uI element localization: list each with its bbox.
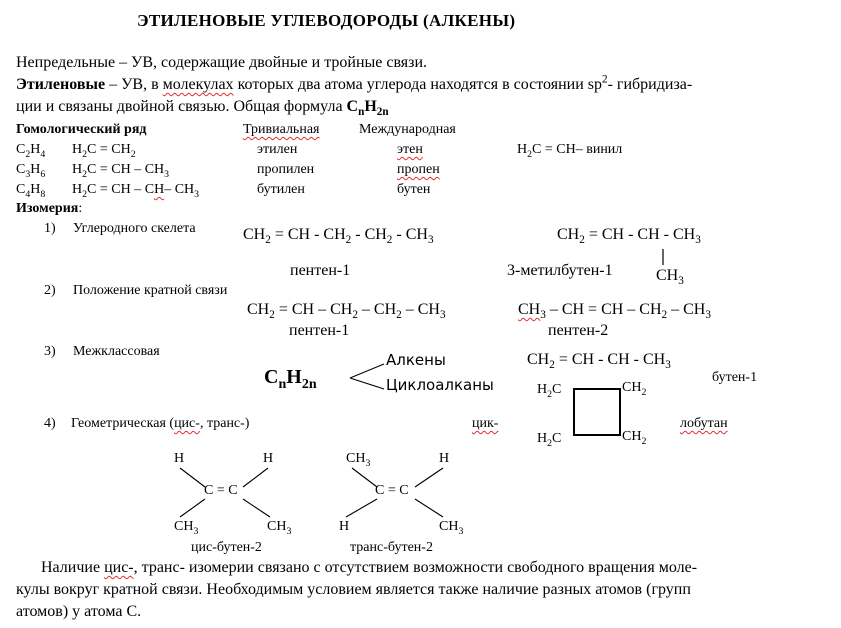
cyclo-suffix: лобутан xyxy=(680,416,728,431)
homolog-intl: бутен xyxy=(397,182,431,197)
col-intl: Международная xyxy=(359,122,456,137)
skeleton-left-name: пентен-1 xyxy=(290,262,351,279)
isomer-item-label: Положение кратной связи xyxy=(73,283,228,298)
interclass-cycloalkanes: Циклоалканы xyxy=(386,376,494,394)
cyclo-prefix: цик- xyxy=(472,416,499,431)
homolog-intl: пропен xyxy=(397,162,440,177)
trans-ch3-left: CH3 xyxy=(346,451,371,469)
homolog-trivial: бутилен xyxy=(257,182,305,197)
cis-h-left: H xyxy=(174,451,185,466)
homolog-formula: C4H8 xyxy=(16,182,46,200)
cis-bond xyxy=(242,467,269,488)
cis-ch3-right: CH3 xyxy=(267,519,292,537)
skeleton-right-name: 3-метилбутен-1 xyxy=(507,262,613,279)
conclusion-line-1: Наличие цис-, транс- изомерии связано с … xyxy=(41,559,698,576)
position-left: CH2 = CH – CH2 – CH2 – CH3 xyxy=(247,301,446,322)
trans-h-right: H xyxy=(439,451,450,466)
vinyl: H2C = CH– винил xyxy=(517,142,623,160)
homolog-trivial: пропилен xyxy=(257,162,315,177)
term-ethylene: Этиленовые xyxy=(16,76,106,93)
interclass-alkenes: Алкены xyxy=(386,351,446,369)
isomer-item-num: 1) xyxy=(44,221,56,236)
ring-bl: H2C xyxy=(537,431,562,449)
intro-line-3: ции и связаны двойной связью. Общая форм… xyxy=(16,98,389,119)
cis-bond xyxy=(242,498,271,518)
homolog-formula: C2H4 xyxy=(16,142,46,160)
trans-h-left: H xyxy=(339,519,350,534)
homolog-struct: H2C = CH – CH– CH3 xyxy=(72,182,200,200)
position-right: CH3 – CH = CH – CH2 – CH3 xyxy=(518,301,711,322)
cis-bond xyxy=(179,498,206,518)
bracket-upper xyxy=(349,363,385,379)
cyclobutane-ring xyxy=(573,388,621,436)
trans-bond xyxy=(345,498,378,518)
isomer-item-label: Углеродного скелета xyxy=(73,221,196,236)
isomer-item-num: 3) xyxy=(44,344,56,359)
bracket-lower xyxy=(349,377,385,390)
isomer-item-num: 2) xyxy=(44,283,56,298)
homolog-intl: этен xyxy=(397,142,423,157)
intro-line-1: Непредельные – УВ, содержащие двойные и … xyxy=(16,54,428,71)
cis-h-right: H xyxy=(263,451,274,466)
cis-double-bond: C = C xyxy=(204,483,238,498)
trans-bond xyxy=(351,467,378,488)
homolog-trivial: этилен xyxy=(257,142,298,157)
isomer-item-label: Геометрическая (цис-, транс-) xyxy=(71,416,250,431)
trans-name: транс-бутен-2 xyxy=(350,540,433,555)
skeleton-right: CH2 = CH - CH - CH3 xyxy=(557,226,701,247)
col-trivial: Тривиальная xyxy=(243,122,320,137)
ring-tl: H2C xyxy=(537,382,562,400)
isomerism-heading: Изомерия: xyxy=(16,201,83,216)
homolog-heading: Гомологический ряд xyxy=(16,122,147,137)
cis-bond xyxy=(179,467,206,488)
ring-tr: CH2 xyxy=(622,380,647,398)
isomer-item-num: 4) xyxy=(44,416,56,431)
homolog-struct: H2C = CH – CH3 xyxy=(72,162,170,180)
conclusion-line-2: кулы вокруг кратной связи. Необходимым у… xyxy=(16,581,691,598)
trans-bond xyxy=(414,467,444,488)
intro-line-2: Этиленовые – УВ, в молекулах которых два… xyxy=(16,73,693,93)
conclusion-line-3: атомов) у атома С. xyxy=(16,603,142,620)
skeleton-branch: CH3 xyxy=(656,267,684,288)
trans-bond xyxy=(414,498,444,518)
interclass-formula: CnH2n xyxy=(264,366,317,392)
skeleton-left: CH2 = CH - CH2 - CH2 - CH3 xyxy=(243,226,434,247)
butene-name: бутен-1 xyxy=(712,370,758,385)
page-title: ЭТИЛЕНОВЫЕ УГЛЕВОДОРОДЫ (АЛКЕНЫ) xyxy=(137,11,516,30)
ring-br: CH2 xyxy=(622,429,647,447)
trans-double-bond: C = C xyxy=(375,483,409,498)
position-right-name: пентен-2 xyxy=(548,322,609,339)
position-left-name: пентен-1 xyxy=(289,322,350,339)
general-formula: CnH2n xyxy=(346,98,389,119)
homolog-formula: C3H6 xyxy=(16,162,46,180)
butene-struct: CH2 = CH - CH - CH3 xyxy=(527,351,671,372)
homolog-struct: H2C = CH2 xyxy=(72,142,136,160)
isomer-item-label: Межклассовая xyxy=(73,344,160,359)
trans-ch3-right: CH3 xyxy=(439,519,464,537)
cis-ch3-left: CH3 xyxy=(174,519,199,537)
cis-name: цис-бутен-2 xyxy=(191,540,262,555)
